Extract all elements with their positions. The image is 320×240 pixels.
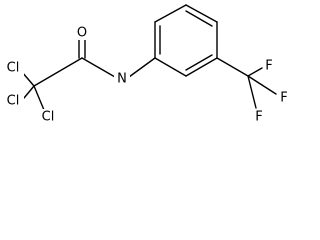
bond-c1-c2	[33, 57, 83, 87]
ring-double-2	[185, 10, 213, 27]
ring-bond-6	[154, 57, 187, 77]
atom-label-o: O	[77, 26, 87, 41]
bond-cf3-f-top	[247, 67, 263, 77]
bond-n-ring	[128, 57, 156, 78]
atom-f-bottom: F	[253, 110, 265, 125]
atom-cl-lower-left: Cl	[2, 93, 24, 109]
atom-f-top: F	[263, 59, 275, 74]
atom-label-f-bottom: F	[255, 110, 262, 125]
bond-c2-n	[81, 57, 116, 78]
chemical-structure: Cl Cl Cl O N F F F	[2, 4, 289, 125]
bonds	[21, 4, 277, 111]
bond-c1-cl-lower-right	[33, 85, 45, 111]
bond-c1-cl-lower-left	[23, 85, 35, 99]
atom-cl-lower-right: Cl	[37, 109, 59, 125]
bond-cf3-f-right	[247, 75, 277, 95]
ring-bond-3	[185, 4, 218, 23]
atom-label-f-top: F	[265, 59, 272, 74]
atom-f-right: F	[277, 91, 289, 106]
bond-ring-cf3	[216, 57, 249, 77]
ring-double-3	[185, 54, 213, 71]
atom-labels: Cl Cl Cl O N F F F	[2, 24, 289, 125]
atom-n: N	[114, 71, 130, 87]
ring-bond-5	[185, 57, 218, 77]
atom-o: O	[76, 24, 88, 41]
atom-cl-upper: Cl	[2, 60, 24, 76]
ring-bond-2	[154, 4, 187, 23]
atom-label-n: N	[117, 72, 127, 87]
bond-cf3-f-bottom	[247, 75, 257, 109]
atom-label-cl-lower-right: Cl	[42, 110, 55, 125]
atom-label-cl-lower-left: Cl	[7, 94, 20, 109]
atom-label-cl-upper: Cl	[7, 61, 20, 76]
atom-label-f-right: F	[280, 91, 287, 106]
